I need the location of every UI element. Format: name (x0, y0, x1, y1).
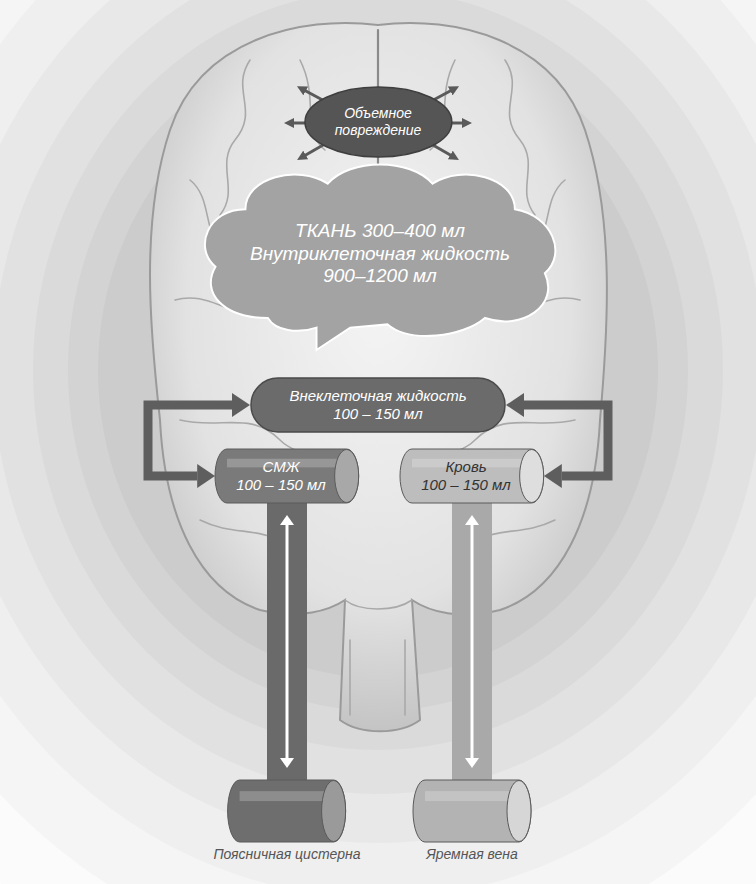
cylinder-highlight (240, 791, 334, 801)
node-label: Объемное повреждение (328, 105, 428, 139)
compartment-cylinder: Поясничная цистерна (211, 780, 362, 863)
exchange-connector (472, 503, 473, 780)
lesion-shape (305, 87, 452, 157)
node-text: СМЖ100 – 150 мл (236, 458, 326, 494)
compartment-cylinder: Кровь100 – 150 мл (400, 449, 544, 503)
cylinder-cap (322, 781, 346, 842)
cylinder-cap (507, 781, 531, 842)
cylinder-shape (215, 449, 359, 503)
node-label: Кровь (445, 458, 486, 476)
node-text: ТКАНЬ 300–400 млВнутриклеточная жидкость… (249, 220, 511, 288)
flow-arrow (286, 525, 289, 758)
tissue-cloud: ТКАНЬ 300–400 млВнутриклеточная жидкость… (193, 158, 567, 350)
cylinder-body (413, 780, 531, 842)
flow-arrow (471, 525, 474, 758)
node-text: Объемное повреждение (328, 105, 428, 139)
node-text: Яремная вена (426, 846, 518, 863)
pill-shape (251, 378, 505, 432)
node-text: Внеклеточная жидкость100 – 150 мл (289, 387, 466, 423)
pipe-band (452, 503, 492, 780)
compartment-pill: Внеклеточная жидкость100 – 150 мл (250, 377, 506, 433)
cylinder-cap (520, 450, 544, 503)
cloud-shape (205, 164, 555, 350)
node-label: Яремная вена (426, 846, 518, 863)
node-volume: 100 – 150 мл (236, 476, 326, 494)
cylinder-body (215, 449, 359, 503)
node-label: ТКАНЬ 300–400 мл (295, 220, 465, 243)
node-label: СМЖ (263, 458, 300, 476)
cylinder-body (400, 449, 544, 503)
brain-outline (150, 23, 607, 731)
node-text: Кровь100 – 150 мл (421, 458, 511, 494)
node-outline (211, 780, 362, 842)
lesion-oval: Объемное повреждение (304, 86, 453, 158)
cylinder-shape (228, 780, 346, 842)
compartment-cylinder: Яремная вена (413, 780, 531, 863)
node-volume: 100 – 150 мл (333, 405, 423, 423)
cylinder-shape (400, 449, 544, 503)
node-label: Поясничная цистерна (213, 846, 360, 863)
node-volume: 100 – 150 мл (421, 476, 511, 494)
compartment-cylinder: СМЖ100 – 150 мл (215, 449, 359, 503)
node-text: Поясничная цистерна (213, 846, 360, 863)
node-label: Внеклеточная жидкость (289, 387, 466, 405)
exchange-connector (287, 503, 288, 780)
cylinder-shape (413, 780, 531, 842)
cylinder-highlight (425, 791, 519, 801)
brain-gyri (175, 30, 580, 715)
node-volume: Внутриклеточная жидкость 900–1200 мл (249, 243, 511, 289)
cylinder-cap (335, 450, 359, 503)
pipe-band (267, 503, 307, 780)
cylinder-body (228, 780, 346, 842)
node-outline (413, 780, 531, 842)
